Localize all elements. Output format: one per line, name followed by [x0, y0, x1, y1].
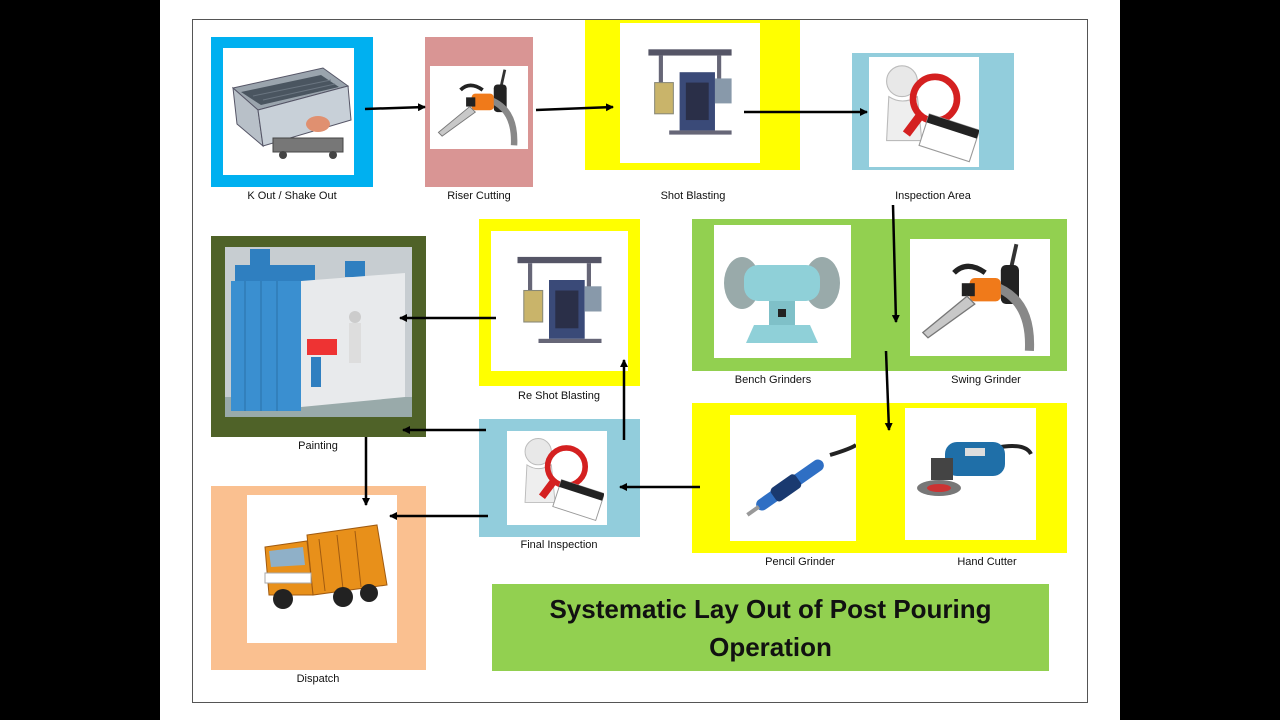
- shot-blast-machine-icon: [620, 23, 760, 163]
- label-hand-cutter: Hand Cutter: [957, 556, 1017, 568]
- truck-icon: [247, 495, 397, 643]
- label-dispatch: Dispatch: [296, 673, 340, 685]
- label-inspection: Inspection Area: [895, 190, 971, 202]
- angle-grinder-icon: [905, 408, 1036, 540]
- pencil-grinder-icon: [730, 415, 856, 541]
- bench-grinder-icon: [714, 225, 851, 358]
- station-riser-cutting: [425, 37, 533, 187]
- station-re-shot-blasting: [479, 219, 640, 386]
- cutter-tool-icon: [430, 66, 528, 149]
- station-knockout: [211, 37, 373, 187]
- label-bench-grinders: Bench Grinders: [734, 374, 812, 386]
- label-final-inspection: Final Inspection: [520, 539, 598, 551]
- swing-grinder-icon: [910, 239, 1050, 356]
- inspection-magnifier-icon: [507, 431, 607, 525]
- station-inspection: [852, 53, 1014, 170]
- label-re-shot-blasting: Re Shot Blasting: [518, 390, 600, 402]
- station-final-inspection: [479, 419, 640, 537]
- station-cutters-group: [692, 403, 1067, 553]
- label-painting: Painting: [298, 440, 338, 452]
- diagram-title: Systematic Lay Out of Post Pouring Opera…: [549, 593, 992, 662]
- station-painting: [211, 236, 426, 437]
- shot-blast-machine-icon: [491, 231, 628, 371]
- label-swing-grinder: Swing Grinder: [951, 374, 1021, 386]
- paint-booth-icon: [225, 247, 412, 417]
- station-dispatch: [211, 486, 426, 670]
- station-grinders-group: [692, 219, 1067, 371]
- station-shot-blasting: [585, 20, 800, 170]
- label-shot-blasting: Shot Blasting: [660, 190, 726, 202]
- label-pencil-grinder: Pencil Grinder: [765, 556, 835, 568]
- inspection-magnifier-icon: [869, 57, 979, 167]
- label-riser-cutting: Riser Cutting: [447, 190, 511, 202]
- diagram-title-box: Systematic Lay Out of Post Pouring Opera…: [492, 584, 1049, 671]
- shakeout-machine-icon: [223, 48, 354, 175]
- label-knockout: K Out / Shake Out: [247, 190, 337, 202]
